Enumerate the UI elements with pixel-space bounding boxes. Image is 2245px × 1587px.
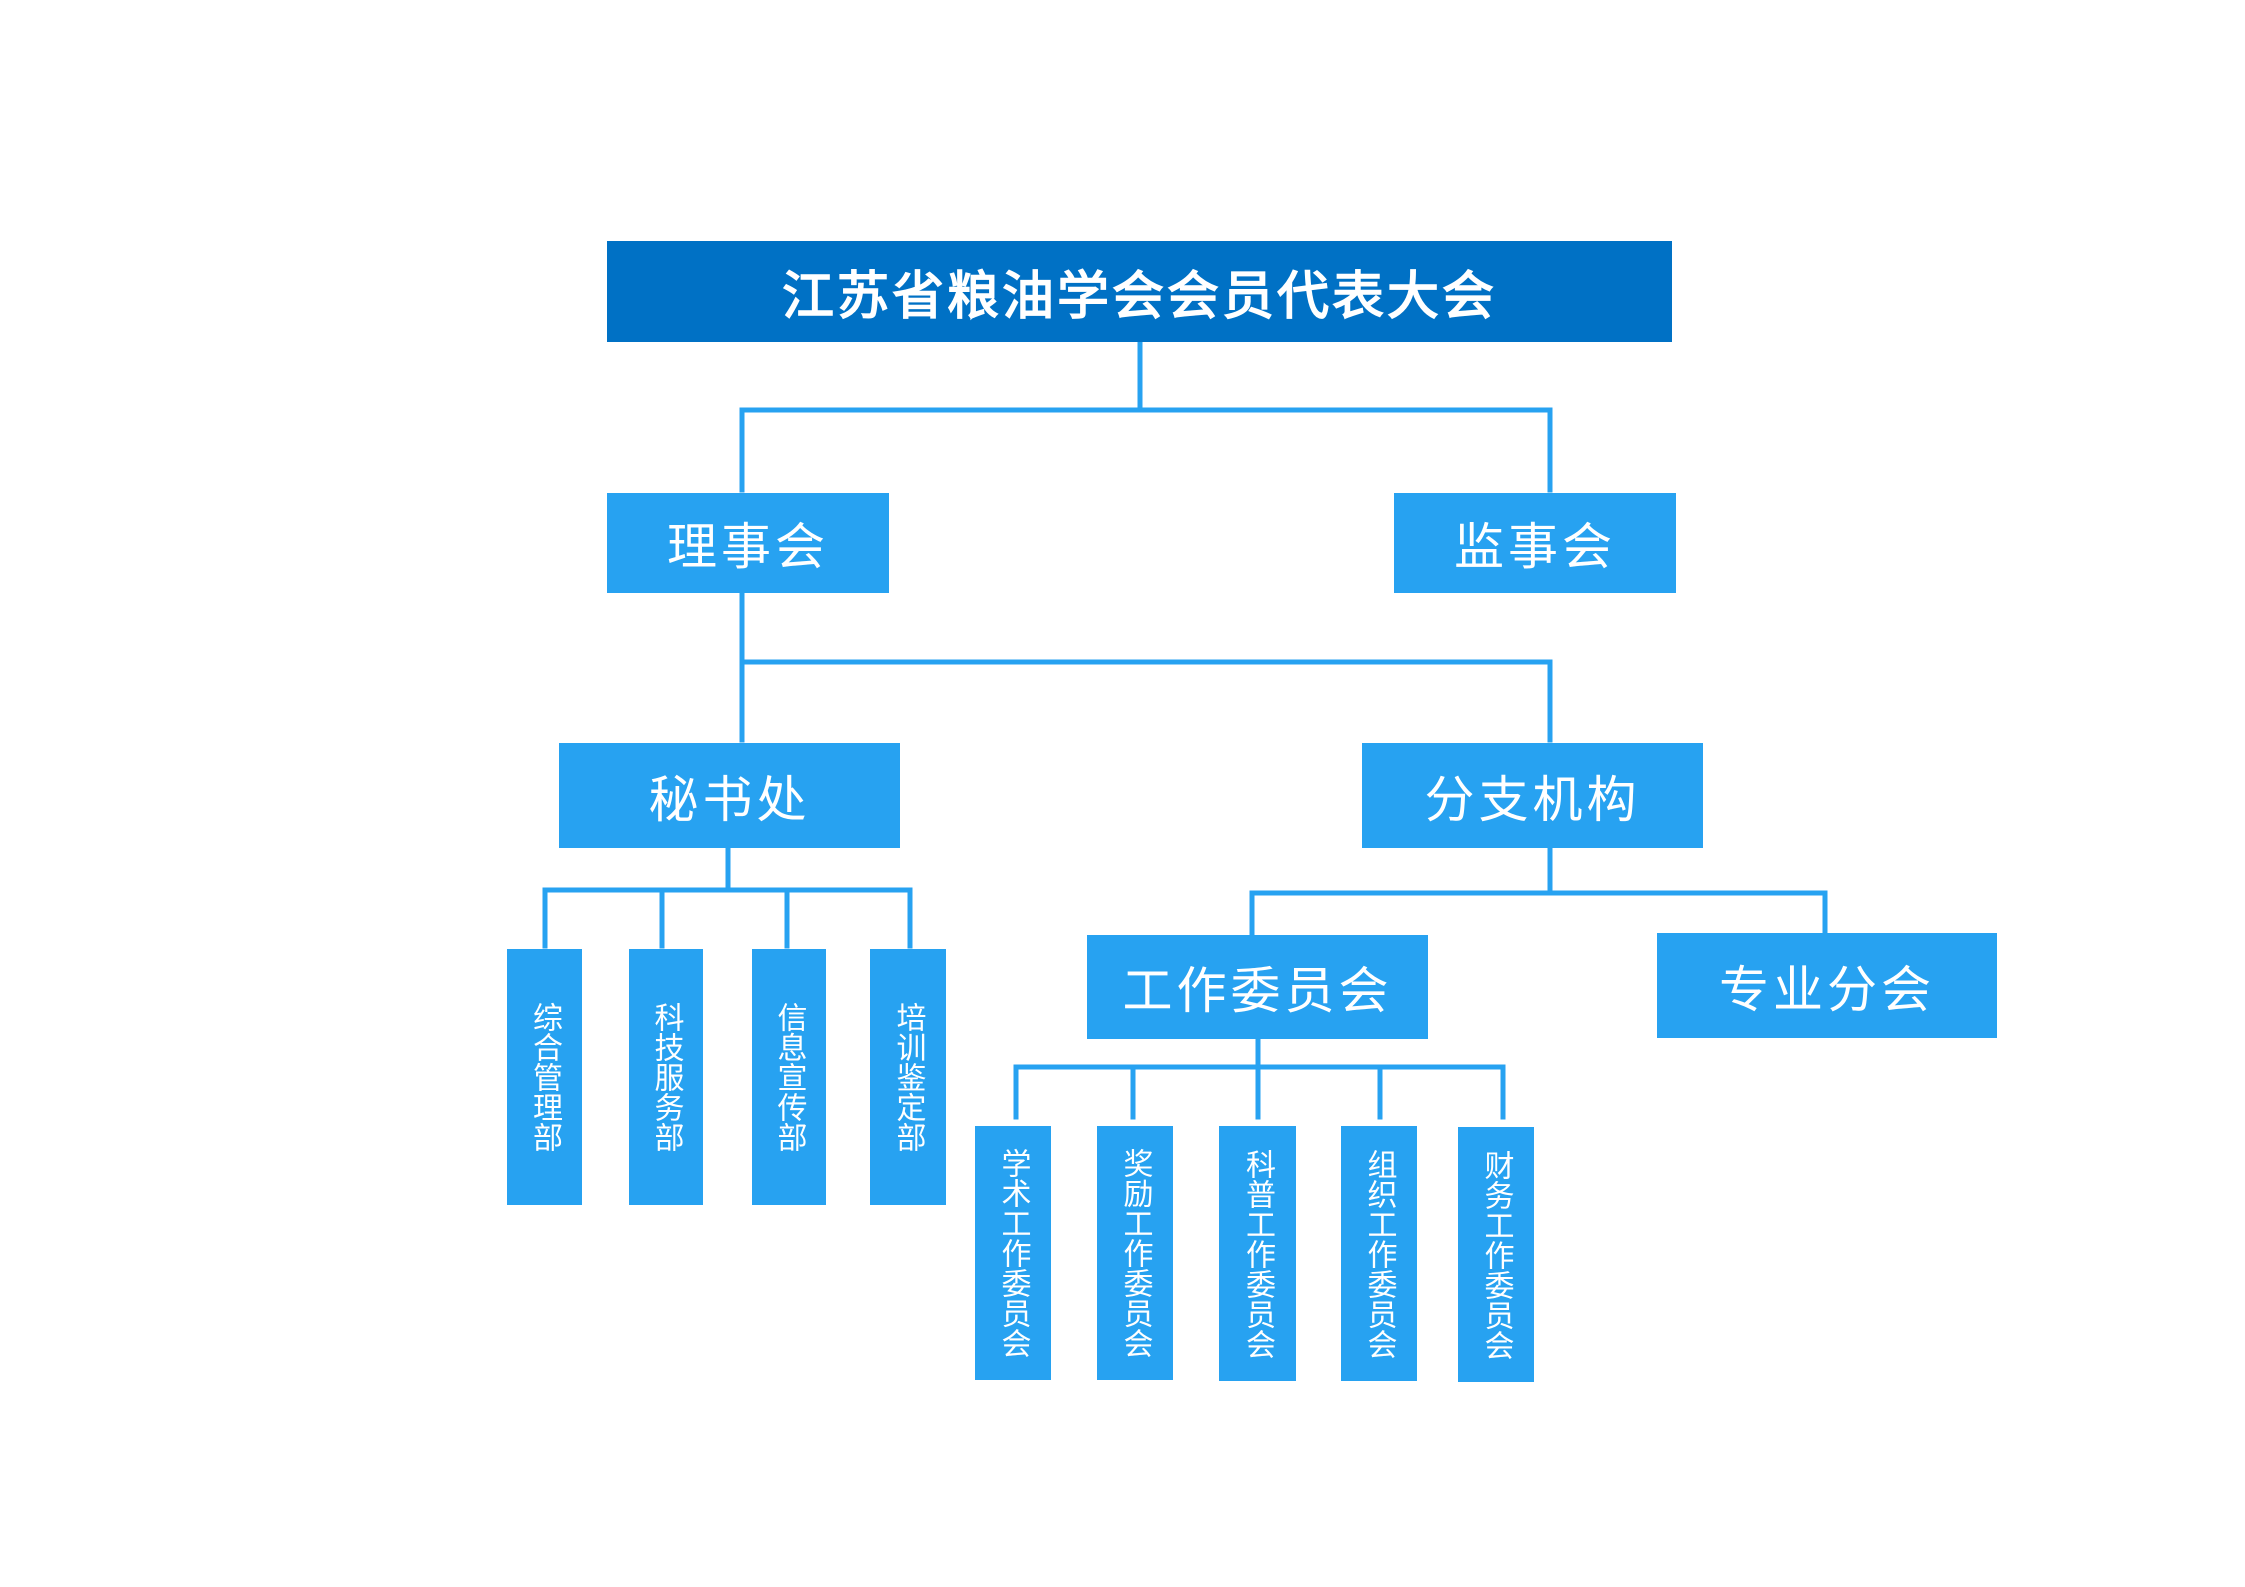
council-box: 理事会 <box>607 493 889 593</box>
supervisory-board-label: 监事会 <box>1454 518 1616 576</box>
dept-label: 科技服务部 <box>648 1002 684 1152</box>
secretariat-box: 秘书处 <box>559 743 900 848</box>
dept-label: 信息宣传部 <box>771 1002 807 1152</box>
supervisory-board-box: 监事会 <box>1394 493 1676 593</box>
root-box-general-assembly: 江苏省粮油学会会员代表大会 <box>607 241 1672 342</box>
committee-box-academic: 学术工作委员会 <box>975 1126 1051 1380</box>
committee-label: 学术工作委员会 <box>995 1148 1031 1358</box>
branches-box: 分支机构 <box>1362 743 1703 848</box>
committee-label: 组织工作委员会 <box>1361 1148 1397 1359</box>
committee-box-awards: 奖励工作委员会 <box>1097 1126 1173 1380</box>
dept-box-tech-services: 科技服务部 <box>629 949 703 1205</box>
committee-label: 奖励工作委员会 <box>1117 1148 1153 1358</box>
council-label: 理事会 <box>667 518 829 576</box>
professional-branches-box: 专业分会 <box>1657 933 1997 1038</box>
committee-label: 科普工作委员会 <box>1240 1148 1275 1359</box>
dept-box-general-management: 综合管理部 <box>507 949 582 1205</box>
dept-label: 综合管理部 <box>527 1002 562 1152</box>
dept-box-info-publicity: 信息宣传部 <box>752 949 826 1205</box>
committee-label: 财务工作委员会 <box>1478 1149 1514 1360</box>
committee-box-finance: 财务工作委员会 <box>1458 1127 1534 1382</box>
committee-box-science-popularization: 科普工作委员会 <box>1219 1126 1296 1381</box>
dept-box-training-appraisal: 培训鉴定部 <box>870 949 946 1205</box>
work-committees-label: 工作委员会 <box>1122 962 1393 1020</box>
professional-branches-label: 专业分会 <box>1719 960 1935 1019</box>
secretariat-label: 秘书处 <box>648 770 811 829</box>
dept-label: 培训鉴定部 <box>890 1002 926 1152</box>
committee-box-organization: 组织工作委员会 <box>1341 1126 1417 1381</box>
work-committees-box: 工作委员会 <box>1087 935 1428 1039</box>
root-label: 江苏省粮油学会会员代表大会 <box>781 267 1497 327</box>
branches-label: 分支机构 <box>1424 770 1641 829</box>
